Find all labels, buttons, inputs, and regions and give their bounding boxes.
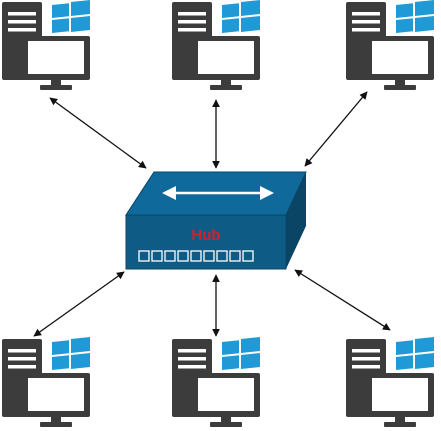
connection-arrow xyxy=(294,269,391,331)
hub-port xyxy=(151,250,163,262)
windows-desktop-computer-icon xyxy=(346,0,434,90)
windows-desktop-computer-icon xyxy=(2,0,90,90)
hub-port xyxy=(242,250,254,262)
connection-arrow xyxy=(49,97,147,169)
hub-port xyxy=(203,250,215,262)
hub-port xyxy=(190,250,202,262)
bidirectional-arrow-icon xyxy=(162,186,274,200)
hub-port xyxy=(216,250,228,262)
windows-desktop-computer-icon xyxy=(346,337,434,427)
hub-ports xyxy=(138,250,254,262)
hub-port xyxy=(164,250,176,262)
hub-port xyxy=(138,250,150,262)
connection-arrow xyxy=(304,91,368,167)
hub-label: Hub xyxy=(191,227,220,244)
windows-desktop-computer-icon xyxy=(2,337,90,427)
hub-device: Hub xyxy=(125,171,307,270)
windows-desktop-computer-icon xyxy=(172,0,260,90)
connection-arrow xyxy=(33,271,125,337)
windows-desktop-computer-icon xyxy=(172,337,260,427)
hub-port xyxy=(229,250,241,262)
hub-port xyxy=(177,250,189,262)
